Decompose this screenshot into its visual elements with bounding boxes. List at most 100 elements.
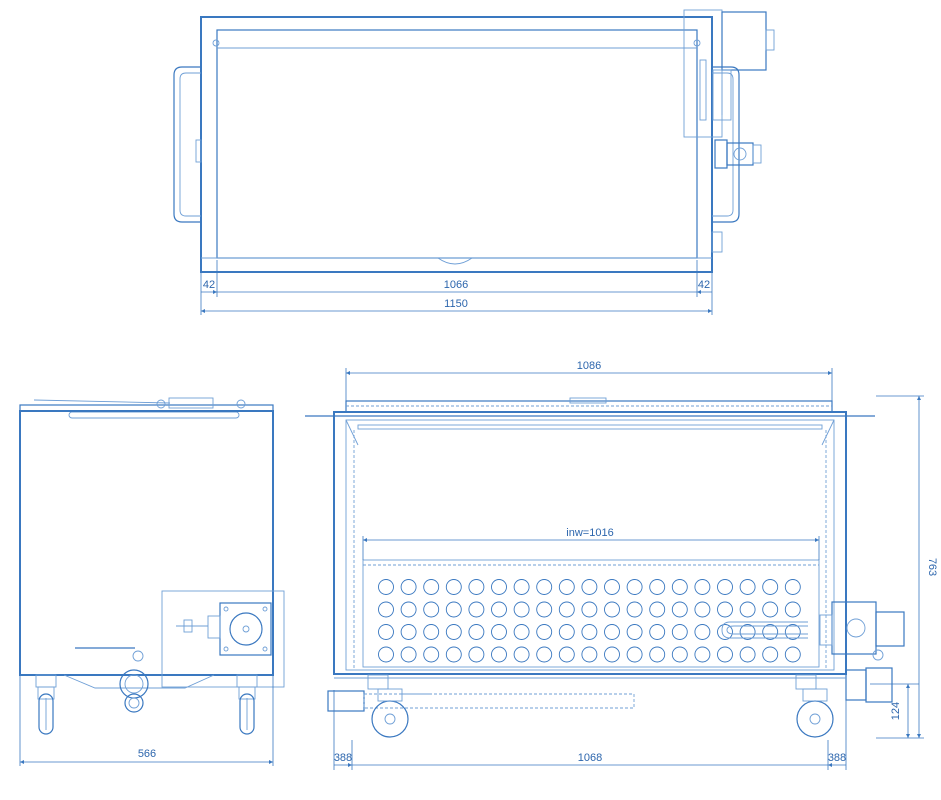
side-view-tank-body — [19, 410, 274, 676]
perforation-hole — [513, 624, 530, 640]
perforation-hole — [649, 646, 666, 663]
perforation-hole — [468, 579, 485, 595]
perforation-hole — [604, 646, 620, 663]
perforation-hole — [762, 646, 779, 663]
dim-front-top-length: 1086 — [577, 360, 601, 372]
perforation-hole — [671, 624, 688, 640]
perforation-hole — [604, 579, 620, 595]
top-view-control-panel — [683, 9, 723, 138]
dim-front-right-offset: 388 — [828, 752, 846, 764]
top-view: 42 1066 42 1150 — [173, 9, 775, 315]
perforation-hole — [649, 579, 666, 595]
top-view-tank-outline — [200, 16, 713, 273]
perforation-hole — [558, 624, 575, 640]
side-view-right-wheel — [239, 693, 255, 735]
perforation-hole — [671, 646, 688, 663]
perforation-hole — [513, 601, 530, 618]
front-view-tank-body — [333, 411, 847, 675]
perforation-hole — [784, 579, 801, 595]
perforation-hole — [513, 579, 530, 595]
perforation-hole — [717, 579, 733, 595]
perforation-hole — [762, 624, 779, 640]
perforation-hole — [445, 601, 462, 618]
perforation-hole — [536, 579, 553, 595]
dim-top-inner: 1066 — [444, 279, 468, 291]
perforation-hole — [717, 646, 733, 663]
dim-top-right-margin: 42 — [698, 279, 710, 291]
perforation-hole — [694, 601, 711, 618]
front-view-left-wheel — [371, 700, 409, 738]
perforation-hole — [445, 646, 462, 663]
perforation-hole — [784, 646, 801, 663]
perforation-hole — [694, 579, 711, 595]
perforation-hole — [423, 646, 440, 663]
perforation-hole — [400, 646, 417, 663]
perforation-hole — [604, 624, 620, 640]
top-view-inner-basin — [216, 29, 698, 259]
perforation-hole — [717, 624, 733, 640]
perforation-hole — [581, 646, 598, 663]
front-view: 1086 inw=1016 763 124 388 1068 388 — [305, 360, 938, 770]
perforation-hole — [558, 579, 575, 595]
perforation-hole — [491, 601, 507, 618]
perforation-hole — [423, 624, 440, 640]
top-view-left-handle — [173, 66, 201, 223]
perforation-hole — [558, 601, 575, 618]
perforation-hole — [649, 624, 666, 640]
perforation-hole — [378, 646, 394, 663]
perforation-hole — [694, 646, 711, 663]
perforation-hole — [784, 624, 801, 640]
dim-top-overall: 1150 — [444, 298, 468, 310]
perforation-hole — [671, 601, 688, 618]
side-view-left-wheel — [38, 693, 54, 735]
perforation-hole — [491, 579, 507, 595]
perforation-hole — [739, 579, 756, 595]
perforation-hole — [513, 646, 530, 663]
perforation-hole — [581, 579, 598, 595]
perforation-hole — [649, 601, 666, 618]
perforation-hole — [626, 646, 643, 663]
side-view-motor-box — [161, 590, 285, 688]
perforation-hole — [536, 601, 553, 618]
dim-front-outlet-height: 124 — [890, 702, 902, 720]
basket-perforations — [378, 579, 801, 663]
perforation-hole — [400, 624, 417, 640]
perforation-hole — [739, 646, 756, 663]
perforation-hole — [626, 579, 643, 595]
dim-front-left-offset: 388 — [334, 752, 352, 764]
front-view-dimensions — [333, 368, 924, 770]
perforation-hole — [762, 579, 779, 595]
side-view: 566 — [19, 397, 285, 766]
perforation-hole — [581, 601, 598, 618]
front-view-motor — [831, 601, 877, 655]
perforation-hole — [378, 579, 394, 595]
dim-front-wheelbase: 1068 — [578, 752, 602, 764]
perforation-hole — [423, 579, 440, 595]
perforation-hole — [558, 646, 575, 663]
front-view-basket — [362, 559, 820, 668]
dim-top-left-margin: 42 — [203, 279, 215, 291]
perforation-hole — [626, 624, 643, 640]
perforation-hole — [581, 624, 598, 640]
perforation-hole — [536, 646, 553, 663]
perforation-hole — [491, 624, 507, 640]
front-view-heater-coil — [721, 621, 808, 639]
front-view-outlet-pipe — [845, 669, 867, 701]
top-view-motor-housing — [721, 11, 767, 71]
perforation-hole — [468, 646, 485, 663]
perforation-hole — [694, 624, 711, 640]
perforation-hole — [739, 624, 756, 640]
perforation-hole — [604, 601, 620, 618]
front-view-right-wheel — [796, 700, 834, 738]
perforation-hole — [626, 601, 643, 618]
perforation-hole — [423, 601, 440, 618]
perforation-hole — [378, 624, 394, 640]
top-view-right-handle — [712, 66, 740, 223]
perforation-hole — [400, 601, 417, 618]
perforation-hole — [784, 601, 801, 618]
perforation-hole — [491, 646, 507, 663]
perforation-hole — [717, 601, 733, 618]
perforation-hole — [378, 601, 394, 618]
perforation-hole — [739, 601, 756, 618]
